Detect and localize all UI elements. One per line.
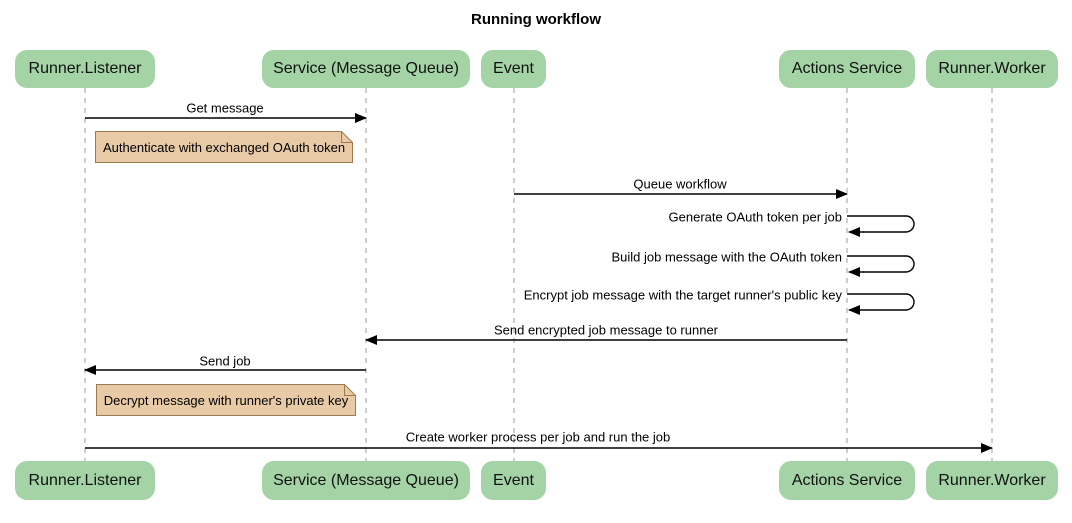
actor-top-service-message-queue: Service (Message Queue): [262, 50, 470, 88]
self-loop-encrypt-job-message: [847, 293, 915, 315]
actor-label: Runner.Listener: [28, 60, 142, 77]
message-label-build-job-message: Build job message with the OAuth token: [611, 249, 842, 265]
note-decrypt-private-key: Decrypt message with runner's private ke…: [96, 384, 356, 416]
actor-label: Service (Message Queue): [273, 60, 459, 77]
message-label-generate-oauth-token: Generate OAuth token per job: [668, 209, 842, 225]
actor-bottom-runner-worker: Runner.Worker: [926, 461, 1058, 500]
note-shape: [95, 131, 353, 163]
self-loop-generate-oauth-token: [847, 215, 915, 237]
actor-label: Actions Service: [791, 471, 903, 489]
note-fold-corner: [344, 384, 356, 396]
actor-label: Event: [493, 471, 534, 489]
message-label-send-job: Send job: [199, 353, 251, 369]
actor-label: Actions Service: [791, 60, 903, 77]
actor-label: Runner.Listener: [28, 471, 142, 489]
message-label-encrypt-job-message: Encrypt job message with the target runn…: [523, 287, 842, 303]
note-authenticate-oauth: Authenticate with exchanged OAuth token: [95, 131, 353, 163]
note-text: Authenticate with exchanged OAuth token: [102, 139, 346, 155]
actor-bottom-service-message-queue: Service (Message Queue): [262, 461, 470, 500]
self-loop-build-job-message: [847, 255, 915, 277]
note-text: Decrypt message with runner's private ke…: [103, 392, 349, 408]
actor-top-event: Event: [481, 50, 546, 88]
actor-bottom-actions-service: Actions Service: [779, 461, 915, 500]
actor-top-actions-service: Actions Service: [779, 50, 915, 88]
actor-label: Runner.Worker: [938, 471, 1046, 489]
actor-bottom-runner-listener: Runner.Listener: [15, 461, 155, 500]
actor-label: Service (Message Queue): [273, 471, 459, 489]
message-label-queue-workflow: Queue workflow: [633, 176, 727, 192]
message-label-get-message: Get message: [186, 100, 264, 116]
message-label-create-worker-process: Create worker process per job and run th…: [405, 429, 671, 445]
actor-bottom-event: Event: [481, 461, 546, 500]
actor-top-runner-worker: Runner.Worker: [926, 50, 1058, 88]
diagram-title: Running workflow: [471, 11, 601, 28]
actor-label: Runner.Worker: [938, 60, 1046, 77]
actor-label: Event: [493, 60, 534, 77]
actor-top-runner-listener: Runner.Listener: [15, 50, 155, 88]
message-label-send-encrypted-job-message: Send encrypted job message to runner: [493, 322, 719, 338]
note-fold-corner: [341, 131, 353, 143]
note-shape: [96, 384, 356, 416]
